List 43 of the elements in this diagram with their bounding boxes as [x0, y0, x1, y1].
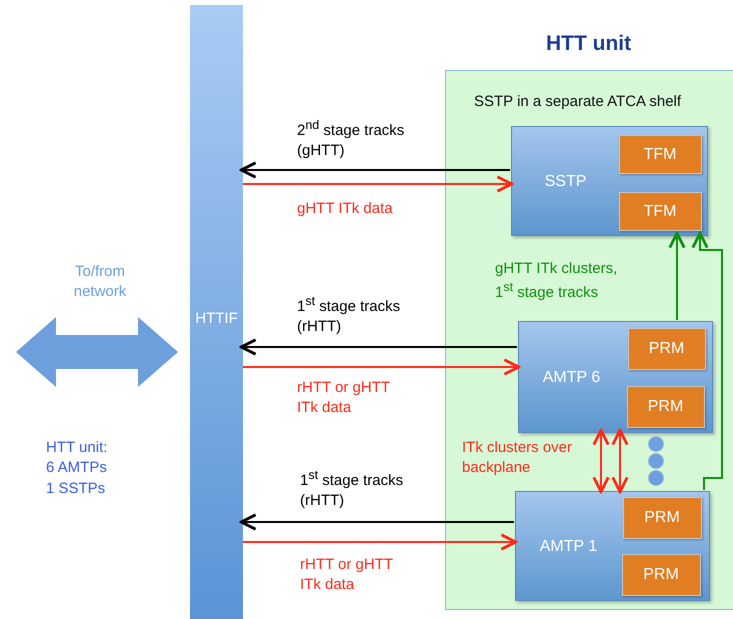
- edge-label: gHTT ITk data: [297, 199, 394, 218]
- node-label: AMTP 6: [542, 368, 602, 388]
- arrow: [240, 513, 514, 531]
- arrow: [243, 358, 520, 376]
- module-box: [627, 386, 705, 428]
- node-label: AMTP 1: [538, 537, 598, 557]
- board-box: [515, 491, 710, 601]
- node-label: PRM: [643, 508, 681, 528]
- node-label: PRM: [648, 339, 686, 359]
- board-box: [511, 126, 708, 236]
- board-box: [518, 321, 713, 433]
- edge-label: 1$^{st}$ stage tracks (rHTT): [297, 293, 402, 336]
- node-label: TFM: [642, 144, 678, 164]
- unit-title: HTT unit: [546, 31, 632, 57]
- module-box: [619, 192, 702, 231]
- edge-label: gHTT ITk clusters, 1$^{st}$ stage tracks: [495, 259, 618, 302]
- module-box: [619, 135, 702, 174]
- arrow: [611, 428, 629, 494]
- node-label: TFM: [642, 202, 678, 222]
- node-label: PRM: [642, 565, 680, 585]
- double-arrow: [16, 317, 178, 387]
- edge-label: 2$^{nd}$ stage tracks (gHTT): [297, 117, 406, 160]
- arrow: [592, 428, 610, 494]
- arrow: [243, 175, 514, 193]
- arrow: [240, 161, 510, 179]
- edge-label: rHTT or gHTT ITk data: [297, 378, 391, 417]
- arrow: [243, 533, 518, 551]
- arrow: [691, 232, 723, 490]
- arrow: [668, 232, 686, 320]
- edge-label: 1$^{st}$ stage tracks (rHTT): [300, 467, 404, 510]
- edge-label: ITk clusters over backplane: [462, 438, 574, 477]
- module-box: [628, 328, 706, 370]
- shelf-label: SSTP in a separate ATCA shelf: [474, 93, 682, 112]
- module-box: [622, 554, 701, 596]
- node-label: SSTP: [544, 172, 588, 192]
- node-label: PRM: [646, 397, 684, 417]
- arrow: [240, 338, 517, 356]
- interface-bar: [190, 5, 243, 619]
- node-label: HTTIF: [194, 310, 239, 329]
- note-text: HTT unit: 6 AMTPs 1 SSTPs: [46, 438, 108, 498]
- edge-label: To/from network: [72, 262, 128, 301]
- edge-label: rHTT or gHTT ITk data: [300, 555, 394, 594]
- module-box: [623, 497, 702, 539]
